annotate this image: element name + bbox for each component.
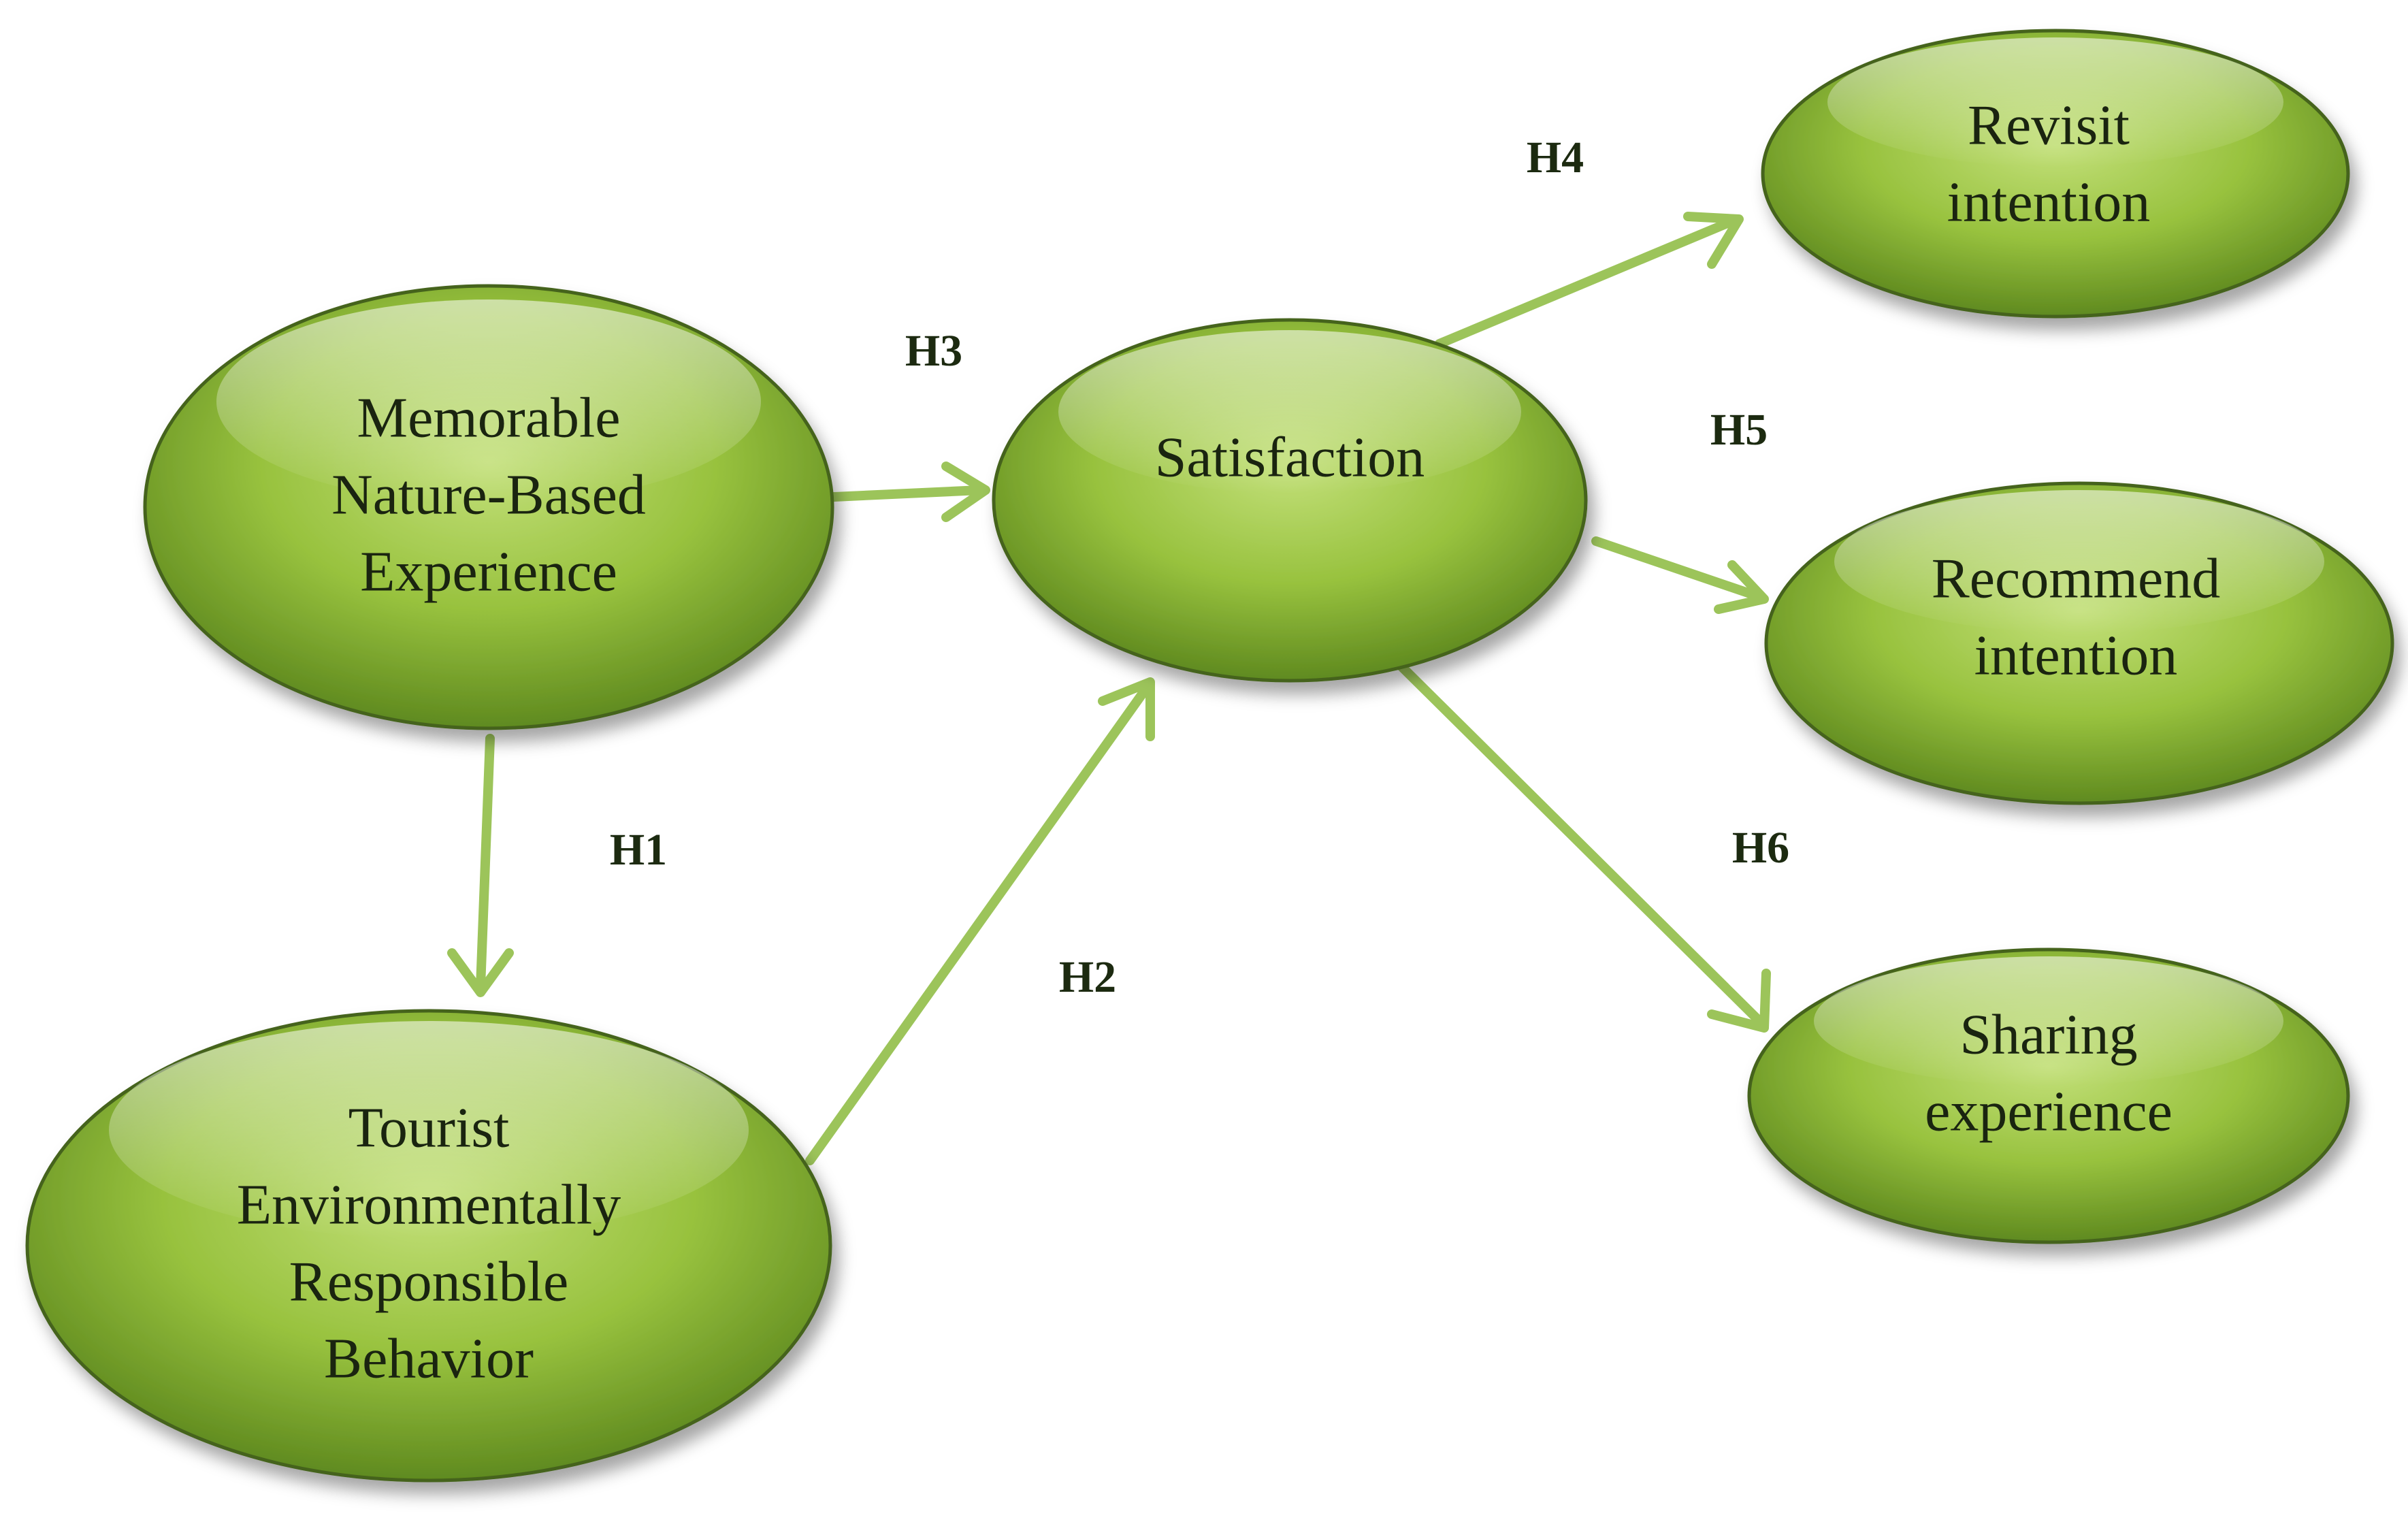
arrow-h2 bbox=[805, 677, 1155, 1165]
node-label-line: Memorable bbox=[357, 386, 620, 449]
hypothesis-label-h5: H5 bbox=[1710, 405, 1768, 455]
hypothesis-label-h4: H4 bbox=[1527, 133, 1584, 182]
node-label-line: Tourist bbox=[348, 1096, 510, 1159]
node-revisit-intention: Revisit intention bbox=[1761, 29, 2350, 319]
node-tourist-environmentally-responsible-behavior: Tourist Environmentally Responsible Beha… bbox=[25, 1009, 832, 1483]
node-label-line: Experience bbox=[360, 540, 617, 603]
node-label-line: experience bbox=[1925, 1080, 2173, 1143]
node-label-line: Responsible bbox=[289, 1250, 569, 1313]
node-label-line: Nature-Based bbox=[331, 463, 646, 526]
node-recommend-intention: Recommend intention bbox=[1764, 481, 2394, 805]
arrow-h3 bbox=[829, 462, 990, 522]
arrow-h5 bbox=[1591, 536, 1769, 614]
node-label-line: Satisfaction bbox=[1155, 425, 1425, 489]
node-memorable-nature-based-experience: Memorable Nature-Based Experience bbox=[143, 284, 834, 730]
node-label-line: Behavior bbox=[324, 1327, 534, 1390]
hypothesis-label-h6: H6 bbox=[1732, 823, 1789, 873]
node-label-line: Recommend bbox=[1932, 547, 2221, 610]
node-label-line: intention bbox=[1947, 170, 2151, 233]
node-sharing-experience: Sharing experience bbox=[1747, 948, 2350, 1244]
node-label-line: Revisit bbox=[1968, 93, 2130, 157]
node-label-line: intention bbox=[1974, 624, 2178, 687]
hypothesis-label-h1: H1 bbox=[610, 825, 667, 875]
node-label-line: Environmentally bbox=[237, 1173, 621, 1236]
arrow-h4 bbox=[1435, 212, 1744, 349]
hypothesis-label-h3: H3 bbox=[905, 326, 962, 376]
node-label-line: Sharing bbox=[1959, 1003, 2137, 1066]
arrow-h1 bbox=[447, 734, 514, 997]
arrow-h6 bbox=[1394, 659, 1771, 1033]
hypothesis-label-h2: H2 bbox=[1059, 952, 1116, 1002]
node-satisfaction: Satisfaction bbox=[992, 318, 1588, 683]
